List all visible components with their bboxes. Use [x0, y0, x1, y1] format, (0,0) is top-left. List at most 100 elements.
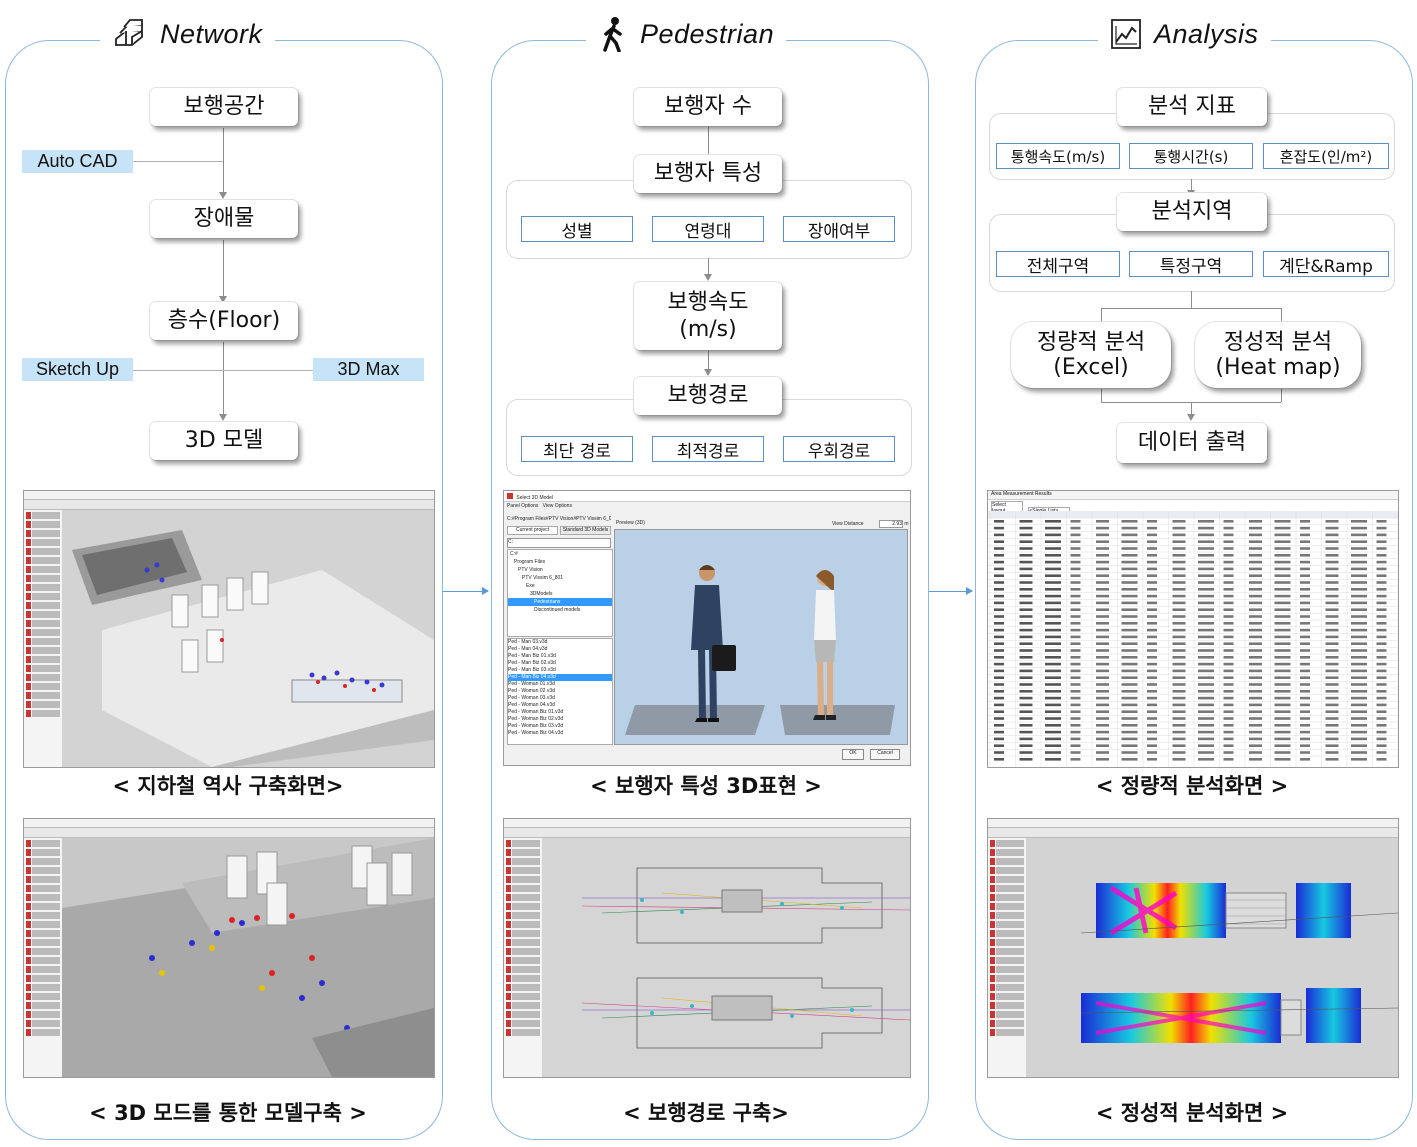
dialog-path: C:#Program Files#PTV Vision#PTV Vissim 6… — [507, 516, 611, 522]
route-optimal: 최적경로 — [652, 436, 764, 462]
drive-select-value: C: — [508, 539, 513, 545]
ok-button[interactable]: OK — [842, 749, 864, 760]
network-title: Network — [160, 18, 263, 49]
trait-disability: 장애여부 — [783, 216, 895, 242]
pedestrian-arrow-head — [704, 274, 712, 281]
heatmap-screenshot — [987, 818, 1399, 1078]
pedestrian-speed-box: 보행속도 (m/s) — [634, 282, 782, 350]
analysis-connector — [1281, 308, 1282, 322]
network-arrow-head — [219, 296, 227, 303]
network-to-pedestrian-arrow — [443, 587, 489, 595]
pedestrian-connector — [708, 127, 709, 157]
pedestrian-caption-1: < 보행자 특성 3D표현 > — [590, 774, 822, 798]
line-chart-icon — [1111, 19, 1141, 49]
file-item[interactable]: Ped - Woman 02.v3d — [508, 688, 555, 694]
route-construction-screenshot — [503, 818, 911, 1078]
view-distance-input[interactable]: 2.93 — [878, 520, 903, 528]
sketchup-tag: Sketch Up — [22, 358, 133, 381]
index-congestion: 혼잡도(인/m²) — [1263, 143, 1389, 169]
quantitative-analysis-box: 정량적 분석 (Excel) — [1011, 322, 1171, 388]
dialog-menubar: Panel Options View Options — [507, 503, 572, 509]
file-item[interactable]: Ped - Man Biz 03.v3d — [508, 667, 556, 673]
analysis-connector — [1101, 388, 1102, 402]
model-preview-canvas — [614, 529, 908, 745]
file-item[interactable]: Ped - Man 04.v3d — [508, 646, 548, 652]
male-model — [691, 565, 736, 722]
analysis-connector — [1191, 179, 1192, 192]
network-step-floor: 층수(Floor) — [150, 302, 298, 340]
analysis-index-box: 분석 지표 — [1117, 88, 1267, 126]
pedestrian-to-analysis-arrow — [929, 587, 973, 595]
file-item-selected[interactable]: Ped - Man Biz 04.v3d — [508, 674, 612, 681]
network-step-3d-model: 3D 모델 — [150, 422, 298, 460]
tree-item[interactable]: C:# — [510, 551, 518, 557]
view-distance-unit: m — [904, 521, 909, 527]
drive-select[interactable]: C: — [507, 538, 611, 548]
analysis-caption-1: < 정량적 분석화면 > — [1095, 774, 1289, 798]
pedestrian-title: Pedestrian — [640, 18, 775, 49]
area-whole: 전체구역 — [996, 251, 1120, 277]
network-step-obstacle: 장애물 — [150, 200, 298, 238]
tree-item[interactable]: 3DModels — [530, 591, 553, 597]
tree-item[interactable]: Exe — [526, 583, 535, 589]
network-step-walkspace: 보행공간 — [150, 88, 298, 126]
tab-current-project[interactable]: Current project — [507, 526, 558, 535]
area-stairs-ramp: 계단&Ramp — [1263, 251, 1389, 277]
network-header: Network — [100, 14, 275, 54]
analysis-connector — [1101, 308, 1102, 322]
quantitative-table-screenshot: Area Measurement Results Select layout..… — [987, 490, 1399, 768]
file-item[interactable]: Ped - Woman 01.v3d — [508, 681, 555, 687]
tree-item[interactable]: PTV Vision — [518, 567, 543, 573]
analysis-header: Analysis — [1098, 14, 1271, 54]
trait-age: 연령대 — [652, 216, 764, 242]
dialog-titlebar: Select 3D Model — [504, 491, 910, 502]
area-specific: 특정구역 — [1129, 251, 1253, 277]
file-list: Ped - Man 03.v3d Ped - Man 04.v3d Ped - … — [507, 638, 613, 745]
model-tools-connector — [133, 370, 313, 371]
analysis-split-line — [1101, 308, 1281, 309]
file-item[interactable]: Ped - Woman 04.v3d — [508, 702, 555, 708]
network-caption-2: < 3D 모드를 통한 모델구축 > — [89, 1101, 367, 1125]
file-item[interactable]: Ped - Woman 03.v3d — [508, 695, 555, 701]
analysis-title: Analysis — [1154, 18, 1259, 49]
network-caption-1: < 지하철 역사 구축화면> — [112, 774, 344, 798]
preview-label: Preview (3D) — [616, 520, 645, 526]
autocad-connector — [133, 161, 223, 162]
file-item[interactable]: Ped - Man Biz 02.v3d — [508, 660, 556, 666]
select-3d-model-dialog: Select 3D Model Panel Options View Optio… — [503, 490, 911, 766]
network-connector — [223, 240, 224, 298]
file-item[interactable]: Ped - Man Biz 01.v3d — [508, 653, 556, 659]
index-speed: 통행속도(m/s) — [996, 143, 1120, 169]
tree-item[interactable]: Program Files — [514, 559, 546, 565]
dialog-menu-view-options[interactable]: View Options — [542, 503, 572, 509]
walking-person-icon — [603, 17, 622, 52]
autocad-tag: Auto CAD — [22, 150, 133, 173]
layers-icon — [115, 19, 143, 46]
pedestrian-count-box: 보행자 수 — [634, 88, 782, 126]
tree-item[interactable]: Discontinued models — [534, 607, 581, 613]
table-window-title: Area Measurement Results — [988, 491, 1398, 500]
3d-mode-screenshot — [23, 818, 435, 1078]
file-item[interactable]: Ped - Man 03.v3d — [508, 639, 548, 645]
analysis-connector — [1281, 388, 1282, 402]
dialog-menu-panel-options[interactable]: Panel Options — [507, 503, 539, 509]
trait-gender: 성별 — [521, 216, 633, 242]
network-arrow-head — [219, 192, 227, 199]
tree-item-selected[interactable]: Pedestrians — [508, 598, 612, 606]
cancel-button[interactable]: Cancel — [870, 749, 900, 760]
pedestrian-traits-box: 보행자 특성 — [634, 155, 782, 193]
dialog-title: Select 3D Model — [516, 495, 554, 501]
tab-standard-3d-models[interactable]: Standard 3D Models — [560, 526, 611, 535]
pedestrian-connector — [708, 258, 709, 277]
pedestrian-caption-2: < 보행경로 구축> — [623, 1101, 789, 1125]
network-connector — [223, 342, 224, 416]
file-item[interactable]: Ped - Woman Biz 01.v3d — [508, 709, 564, 715]
subway-station-screenshot — [23, 490, 435, 768]
file-item[interactable]: Ped - Woman Biz 03.v3d — [508, 723, 564, 729]
view-distance-label: View Distance — [832, 521, 864, 527]
file-item[interactable]: Ped - Woman Biz 02.v3d — [508, 716, 564, 722]
analysis-caption-2: < 정성적 분석화면 > — [1095, 1101, 1289, 1125]
tree-item[interactable]: PTV Vissim 6_801 — [522, 575, 564, 581]
file-item[interactable]: Ped - Woman Biz 04.v3d — [508, 730, 564, 736]
pedestrian-arrow-head — [704, 369, 712, 376]
